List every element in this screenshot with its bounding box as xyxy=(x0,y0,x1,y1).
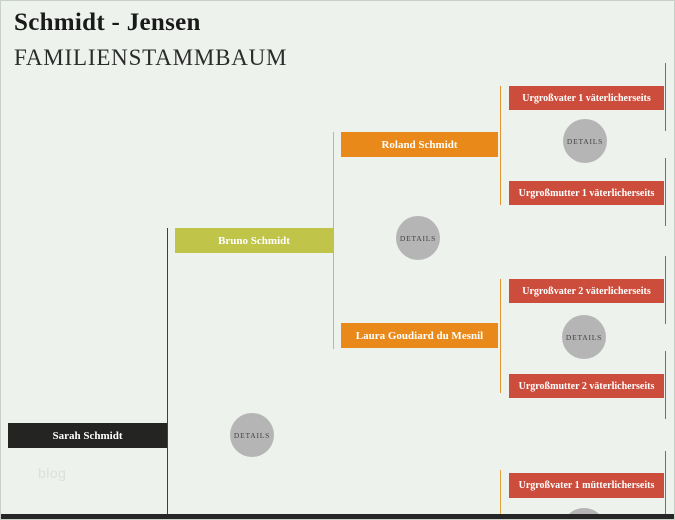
connector-line-sarah-to-parents xyxy=(166,228,168,514)
node-great-grandfather-2-paternal-label: Urgroßvater 2 väterlicherseits xyxy=(522,285,651,297)
connector-line-laura-to-parents xyxy=(499,279,501,393)
footer-bar xyxy=(1,514,674,519)
node-great-grandfather-1-paternal[interactable]: Urgroßvater 1 väterlicherseits xyxy=(509,86,664,110)
node-sarah-schmidt[interactable]: Sarah Schmidt xyxy=(8,423,167,448)
details-button-maternal-grandfather-parents[interactable] xyxy=(562,508,606,519)
page-subtitle: FAMILIENSTAMMBAUM xyxy=(14,45,288,70)
node-great-grandfather-1-maternal[interactable]: Urgroßvater 1 mütterlicherseits xyxy=(509,473,664,498)
node-great-grandmother-2-paternal[interactable]: Urgroßmutter 2 väterlicherseits xyxy=(509,374,664,398)
node-bruno-schmidt-label: Bruno Schmidt xyxy=(218,234,290,247)
details-button-roland-parents[interactable]: DETAILS xyxy=(563,119,607,163)
details-button-laura-parents[interactable]: DETAILS xyxy=(562,315,606,359)
node-roland-schmidt-label: Roland Schmidt xyxy=(381,138,458,151)
details-button-bruno-parents[interactable]: DETAILS xyxy=(396,216,440,260)
connector-line-ggp4-offscreen xyxy=(664,351,666,419)
connector-line-ggp3-offscreen xyxy=(664,256,666,324)
details-button-label: DETAILS xyxy=(233,430,271,440)
details-button-label: DETAILS xyxy=(565,332,603,342)
node-roland-schmidt[interactable]: Roland Schmidt xyxy=(341,132,498,157)
node-laura-goudiard-label: Laura Goudiard du Mesnil xyxy=(355,329,484,342)
connector-line-ggp5-offscreen xyxy=(664,451,666,514)
connector-line-ggp1-offscreen xyxy=(664,63,666,131)
connector-line-ggp2-offscreen xyxy=(664,158,666,226)
connector-line-maternal-grandfather-to-parents xyxy=(499,470,501,514)
connector-line-bruno-to-parents xyxy=(332,132,334,349)
node-great-grandfather-1-paternal-label: Urgroßvater 1 väterlicherseits xyxy=(522,92,651,104)
details-button-sarah-parents[interactable]: DETAILS xyxy=(230,413,274,457)
node-great-grandfather-2-paternal[interactable]: Urgroßvater 2 väterlicherseits xyxy=(509,279,664,303)
node-laura-goudiard-du-mesnil[interactable]: Laura Goudiard du Mesnil xyxy=(341,323,498,348)
details-button-label: DETAILS xyxy=(399,233,437,243)
node-sarah-schmidt-label: Sarah Schmidt xyxy=(52,429,123,442)
node-great-grandmother-1-paternal-label: Urgroßmutter 1 väterlicherseits xyxy=(518,187,655,199)
node-great-grandmother-1-paternal[interactable]: Urgroßmutter 1 väterlicherseits xyxy=(509,181,664,205)
connector-line-roland-to-parents xyxy=(499,86,501,205)
node-bruno-schmidt[interactable]: Bruno Schmidt xyxy=(175,228,333,253)
node-great-grandfather-1-maternal-label: Urgroßvater 1 mütterlicherseits xyxy=(518,480,655,491)
node-great-grandmother-2-paternal-label: Urgroßmutter 2 väterlicherseits xyxy=(518,380,655,392)
details-button-label: DETAILS xyxy=(566,136,604,146)
page-title: Schmidt - Jensen xyxy=(14,9,201,36)
blog-watermark: blog xyxy=(38,465,67,481)
